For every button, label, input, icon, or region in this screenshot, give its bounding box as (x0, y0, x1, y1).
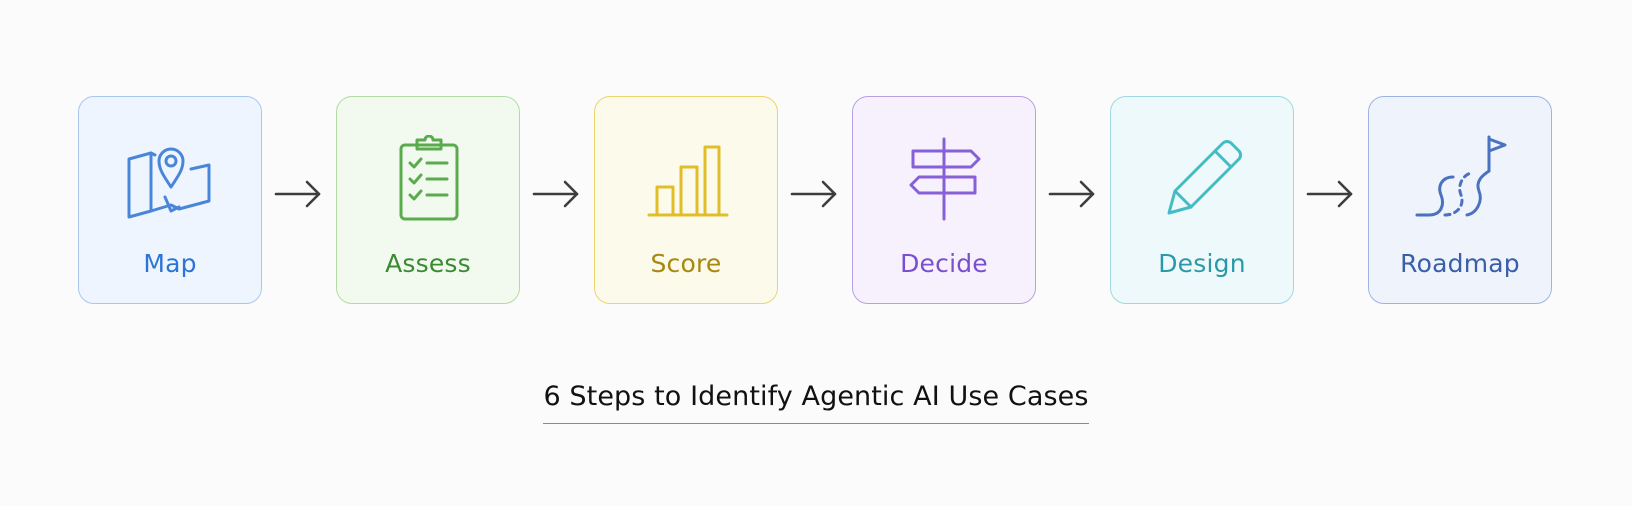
arrow-right-icon (790, 180, 837, 208)
caption: 6 Steps to Identify Agentic AI Use Cases (0, 381, 1632, 424)
signpost-icon (909, 137, 981, 221)
winding-road-flag-icon (1415, 135, 1507, 217)
step-score: Score (594, 96, 778, 304)
arrow-right-icon (274, 180, 321, 208)
step-assess: Assess (336, 96, 520, 304)
arrow-right-icon (532, 180, 579, 208)
step-label: Score (650, 249, 722, 278)
map-pin-icon (127, 147, 211, 219)
pencil-icon (1167, 140, 1242, 215)
step-label: Roadmap (1400, 249, 1520, 278)
caption-title: 6 Steps to Identify Agentic AI Use Cases (543, 381, 1089, 424)
clipboard-checklist-icon (399, 135, 459, 221)
step-label: Decide (900, 249, 988, 278)
step-label: Assess (385, 249, 471, 278)
step-roadmap: Roadmap (1368, 96, 1552, 304)
arrow-right-icon (1306, 180, 1353, 208)
step-label: Map (143, 249, 197, 278)
step-label: Design (1158, 249, 1246, 278)
step-design: Design (1110, 96, 1294, 304)
step-decide: Decide (852, 96, 1036, 304)
arrow-right-icon (1048, 180, 1095, 208)
steps-flow: Map Assess (78, 96, 1554, 306)
step-map: Map (78, 96, 262, 304)
bar-chart-icon (647, 145, 729, 217)
